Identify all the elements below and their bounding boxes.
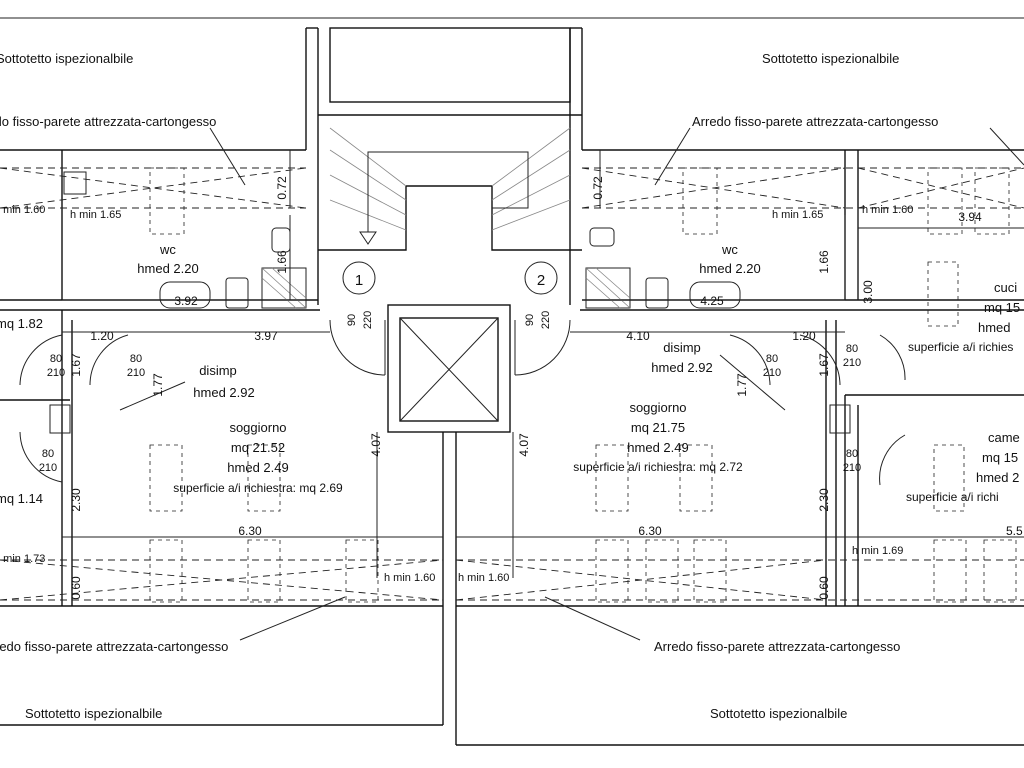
right-door-220: 220 xyxy=(540,311,552,329)
right-dim-410: 4.10 xyxy=(626,329,650,343)
dimension-lines xyxy=(62,150,1024,538)
left-soggiorno: soggiorno xyxy=(229,420,286,435)
left-eave-depth: 0.72 xyxy=(275,176,289,200)
left-door-80a: 80 xyxy=(50,353,62,365)
right-door-210b: 210 xyxy=(843,357,861,369)
slope-lines xyxy=(0,167,1024,601)
left-soggiorno-hmed: hmed 2.49 xyxy=(227,460,288,475)
right-camera-surface: superficie a/i richi xyxy=(906,490,999,504)
right-cucina-mq: mq 15 xyxy=(984,300,1020,315)
left-door-210b: 210 xyxy=(127,367,145,379)
right-cucina-hmed: hmed xyxy=(978,320,1011,335)
right-dim-407: 4.07 xyxy=(517,433,531,457)
left-hmin-bottom: h min 1.60 xyxy=(384,572,435,584)
right-door-80c: 80 xyxy=(846,448,858,460)
right-dim-394: 3.94 xyxy=(958,210,982,224)
left-dim-060: 0.60 xyxy=(69,576,83,600)
left-wc-height: 1.66 xyxy=(275,250,289,274)
left-edge-area: mq 1.82 xyxy=(0,316,43,331)
right-dim-230a: 2.30 xyxy=(817,488,831,512)
right-dim-630: 6.30 xyxy=(638,524,662,538)
furniture-label-bottom-left: Arredo fisso-parete attrezzata-cartonges… xyxy=(0,639,228,654)
right-door-210c: 210 xyxy=(843,462,861,474)
left-door-210c: 210 xyxy=(39,462,57,474)
left-door-210a: 210 xyxy=(47,367,65,379)
left-disimp: disimp xyxy=(199,363,237,378)
right-soggiorno-mq: mq 21.75 xyxy=(631,420,685,435)
right-dim-300: 3.00 xyxy=(861,280,875,304)
furniture-label-top-right: Arredo fisso-parete attrezzata-cartonges… xyxy=(692,114,938,129)
staircase xyxy=(329,127,571,245)
right-disimp-hmed: hmed 2.92 xyxy=(651,360,712,375)
right-camera-hmed: hmed 2 xyxy=(976,470,1019,485)
right-dim-120: 1.20 xyxy=(792,329,816,343)
attic-label-top-right: Sottotetto ispezionalbile xyxy=(762,51,899,66)
furniture-label-bottom-right: Arredo fisso-parete attrezzata-cartonges… xyxy=(654,639,900,654)
left-door-80b: 80 xyxy=(130,353,142,365)
right-door-80b: 80 xyxy=(846,343,858,355)
right-dim-167: 1.67 xyxy=(817,353,831,377)
left-edge-area-2: mq 1.14 xyxy=(0,491,43,506)
left-hmin-b: h min 1.65 xyxy=(70,209,121,221)
right-wc-name: wc xyxy=(721,242,738,257)
right-cucina: cuci xyxy=(994,280,1017,295)
unit-number-1: 1 xyxy=(355,272,363,289)
left-hmin-a: h min 1.60 xyxy=(0,204,45,216)
right-cucina-surface: superficie a/i richies xyxy=(908,340,1013,354)
furniture-labels: Arredo fisso-parete attrezzata-cartonges… xyxy=(0,114,938,654)
door-swings xyxy=(19,319,906,486)
right-camera: came xyxy=(988,430,1020,445)
right-wc-hmed: hmed 2.20 xyxy=(699,261,760,276)
right-soggiorno-hmed: hmed 2.49 xyxy=(627,440,688,455)
right-dim-060: 0.60 xyxy=(817,576,831,600)
left-soggiorno-mq: mq 21.52 xyxy=(231,440,285,455)
right-hmin-bottom: h min 1.60 xyxy=(458,572,509,584)
right-door-210a: 210 xyxy=(763,367,781,379)
left-door-220: 220 xyxy=(362,311,374,329)
attic-label-bottom-left: Sottotetto ispezionalbile xyxy=(25,706,162,721)
left-dim-167: 1.67 xyxy=(69,353,83,377)
attic-label-top-left: Sottotetto ispezionalbile xyxy=(0,51,133,66)
right-door-90: 90 xyxy=(524,314,536,326)
right-dim-177: 1.77 xyxy=(735,373,749,397)
left-dim-230: 2.30 xyxy=(69,488,83,512)
right-eave-depth: 0.72 xyxy=(591,176,605,200)
right-hmin-c: h min 1.69 xyxy=(852,545,903,557)
right-soggiorno-surface: superficie a/i richiestra: mq 2.72 xyxy=(573,460,743,474)
bathroom-fixtures xyxy=(63,171,741,309)
right-unit-labels: wc hmed 2.20 4.25 1.66 0.72 h min 1.65 h… xyxy=(458,176,1023,600)
unit-markers: 1 2 xyxy=(342,261,558,295)
right-wc-height: 1.66 xyxy=(817,250,831,274)
left-wc-hmed: hmed 2.20 xyxy=(137,261,198,276)
left-edge-hmin: h min 1.73 xyxy=(0,553,45,565)
left-wc-name: wc xyxy=(159,242,176,257)
right-camera-mq: mq 15 xyxy=(982,450,1018,465)
left-wc-width: 3.92 xyxy=(174,294,198,308)
right-door-80a: 80 xyxy=(766,353,778,365)
left-dim-630: 6.30 xyxy=(238,524,262,538)
attic-label-bottom-right: Sottotetto ispezionalbile xyxy=(710,706,847,721)
left-dim-397: 3.97 xyxy=(254,329,278,343)
right-disimp: disimp xyxy=(663,340,701,355)
left-unit-labels: wc hmed 2.20 3.92 1.66 0.72 h min 1.60 h… xyxy=(0,176,435,600)
left-dim-120: 1.20 xyxy=(90,329,114,343)
right-hmin-b: h min 1.60 xyxy=(862,204,913,216)
left-soggiorno-surface: superficie a/i richiestra: mq 2.69 xyxy=(173,481,343,495)
right-soggiorno: soggiorno xyxy=(629,400,686,415)
fixed-furniture-blocks xyxy=(149,167,1017,603)
right-dim-55: 5.5 xyxy=(1006,524,1023,538)
leader-lines xyxy=(119,127,1024,641)
left-dim-407: 4.07 xyxy=(369,433,383,457)
right-wc-width: 4.25 xyxy=(700,294,724,308)
right-hmin-a: h min 1.65 xyxy=(772,209,823,221)
left-door-80c: 80 xyxy=(42,448,54,460)
left-dim-177: 1.77 xyxy=(151,373,165,397)
attic-labels: Sottotetto ispezionalbile Sottotetto isp… xyxy=(0,51,899,721)
unit-number-2: 2 xyxy=(537,272,545,289)
furniture-label-top-left: Arredo fisso-parete attrezzata-cartonges… xyxy=(0,114,216,129)
left-door-90: 90 xyxy=(346,314,358,326)
left-disimp-hmed: hmed 2.92 xyxy=(193,385,254,400)
